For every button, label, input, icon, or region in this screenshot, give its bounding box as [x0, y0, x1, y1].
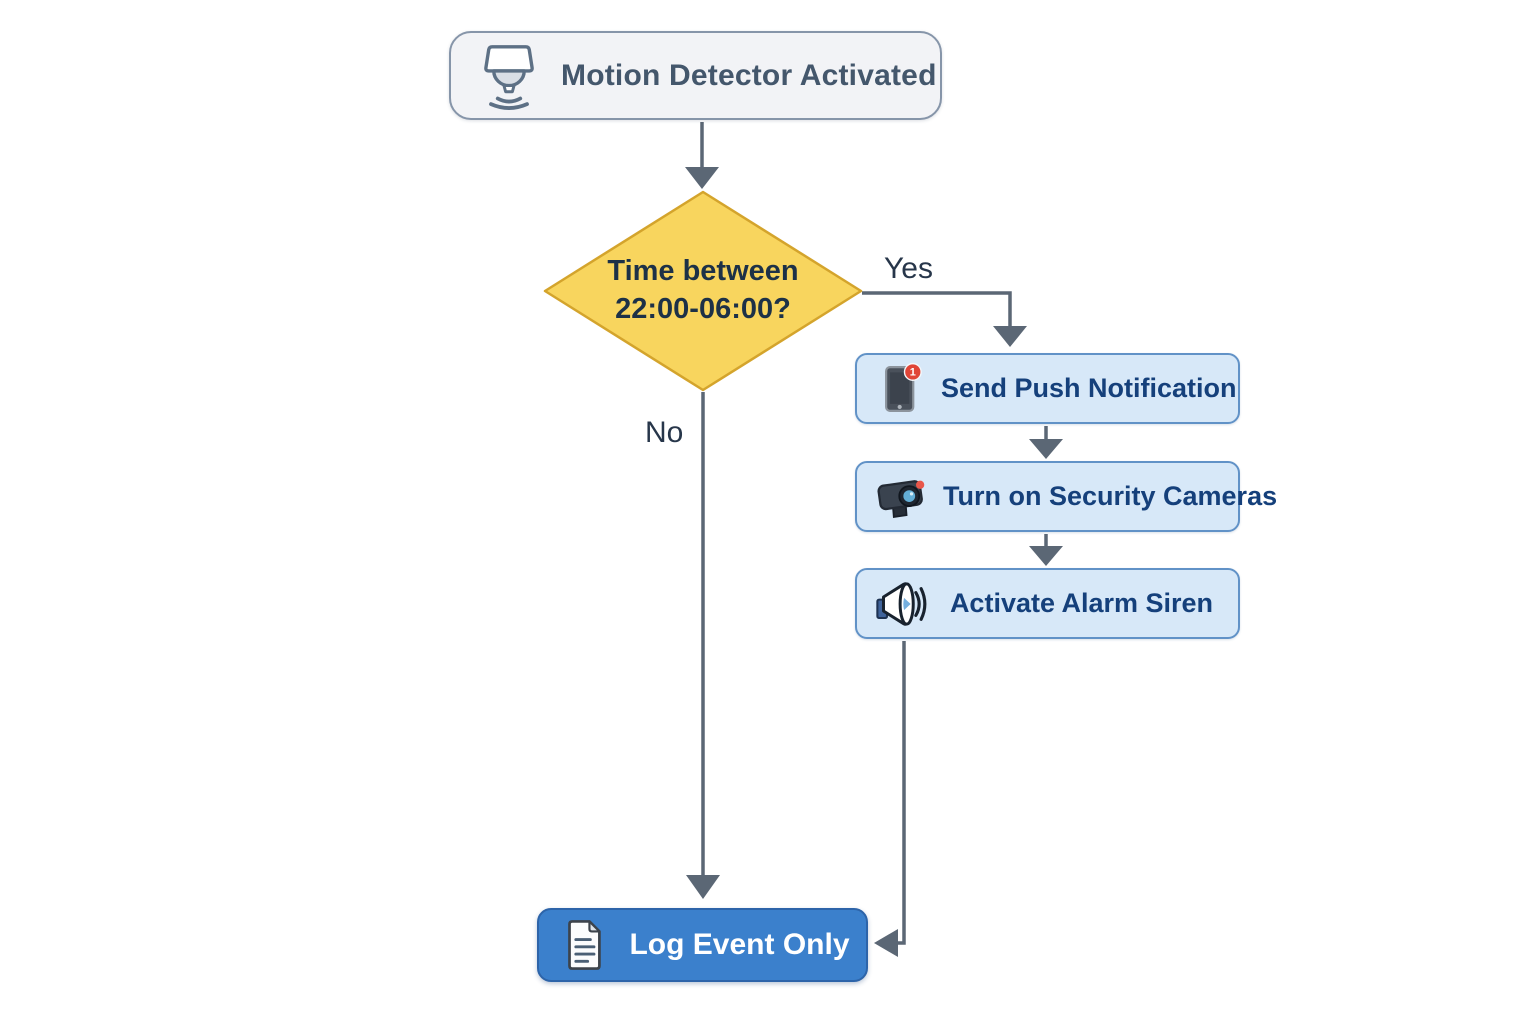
decision-line1: Time between — [607, 255, 799, 287]
arrowhead — [1029, 546, 1063, 566]
node-send-push-notification: 1 Send Push Notification — [855, 353, 1240, 424]
megaphone-icon — [876, 581, 927, 626]
arrowhead — [993, 326, 1027, 347]
cameras-label: Turn on Security Cameras — [943, 481, 1278, 511]
node-log-event-only: Log Event Only — [537, 908, 868, 982]
edge-decision-push — [862, 291, 1012, 326]
edge-siren-log — [897, 641, 906, 945]
decision-diamond — [543, 190, 863, 392]
arrowhead — [685, 167, 719, 189]
node-motion-detector: Motion Detector Activated — [449, 31, 942, 120]
arrowhead — [874, 929, 898, 957]
arrowhead — [1029, 439, 1063, 459]
push-label: Send Push Notification — [941, 373, 1237, 403]
edge-label-yes: Yes — [884, 252, 933, 285]
edge-label-no: No — [645, 416, 684, 449]
motion-sensor-icon — [484, 44, 534, 110]
start-label: Motion Detector Activated — [561, 58, 937, 92]
document-icon — [568, 920, 601, 970]
decision-label: Time between 22:00-06:00? — [563, 252, 843, 329]
notification-badge-count: 1 — [910, 366, 916, 378]
arrowhead — [686, 875, 720, 899]
security-camera-icon — [877, 479, 925, 518]
node-turn-on-security-cameras: Turn on Security Cameras — [855, 461, 1277, 532]
decision-line2: 22:00-06:00? — [615, 293, 791, 326]
node-activate-alarm-siren: Activate Alarm Siren — [855, 568, 1240, 639]
siren-label: Activate Alarm Siren — [949, 588, 1214, 618]
log-label: Log Event Only — [629, 928, 850, 961]
phone-notification-icon: 1 — [885, 362, 922, 412]
